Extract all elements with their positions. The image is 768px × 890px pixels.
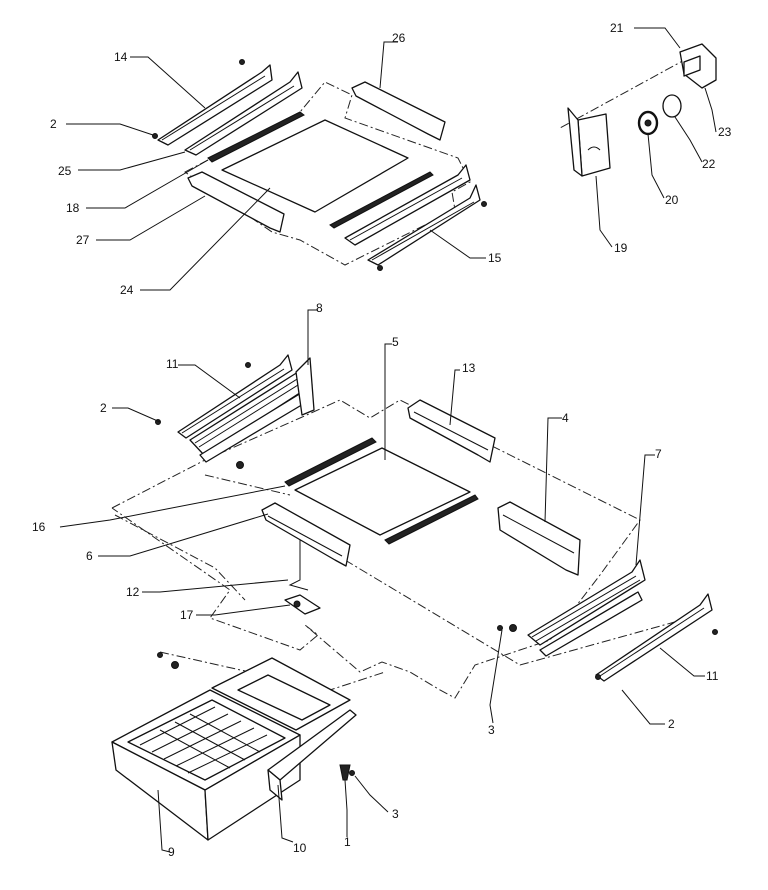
callout-7: 7	[655, 447, 662, 461]
callout-1: 1	[344, 835, 351, 849]
callout-8: 8	[316, 301, 323, 315]
trim-strip-lower	[329, 171, 434, 229]
rail-14	[157, 64, 303, 156]
plate-19	[577, 113, 611, 177]
bracket-assembly	[559, 43, 717, 177]
rail-11-left	[177, 354, 293, 439]
callout-4: 4	[562, 411, 569, 425]
callout-2-top: 2	[50, 117, 57, 131]
top-shelf-assembly	[152, 59, 487, 271]
callout-6: 6	[86, 549, 93, 563]
callout-22: 22	[702, 157, 716, 171]
callout-24: 24	[120, 283, 134, 297]
trim-6	[261, 502, 351, 567]
callout-3-bottom: 3	[392, 807, 399, 821]
callout-11-right: 11	[706, 669, 719, 683]
callout-18: 18	[66, 201, 80, 215]
callout-12: 12	[126, 585, 140, 599]
callout-15: 15	[488, 251, 502, 265]
callout-3-mid: 3	[488, 723, 495, 737]
main-shelf-assembly	[111, 354, 718, 699]
callout-2-mid: 2	[100, 401, 107, 415]
callout-27: 27	[76, 233, 90, 247]
clip-17	[284, 594, 321, 615]
rail-15	[344, 164, 481, 266]
callout-23: 23	[718, 125, 732, 139]
callout-14: 14	[114, 50, 128, 64]
callout-25: 25	[58, 164, 72, 178]
trim-strip-18	[207, 111, 305, 163]
callout-2-bottom: 2	[668, 717, 675, 731]
callout-17: 17	[180, 608, 194, 622]
trim-26	[351, 81, 446, 141]
callout-9: 9	[168, 845, 175, 859]
callout-labels: 21 23 22 20 19 14 26 2 25 18 27 24 15 8 …	[32, 21, 732, 859]
bracket-12	[288, 540, 309, 591]
callout-13: 13	[462, 361, 476, 375]
callout-11-left: 11	[166, 357, 179, 371]
trim-4	[497, 501, 581, 576]
trim-27	[187, 171, 285, 233]
crisper-drawer	[111, 652, 357, 841]
glass-shelf-5	[294, 447, 471, 536]
washer-22	[662, 94, 682, 118]
callout-26: 26	[392, 31, 406, 45]
rail-11-right	[595, 593, 713, 682]
callout-21: 21	[610, 21, 624, 35]
leader-lines	[59, 27, 717, 853]
rail-7	[527, 559, 646, 657]
callout-16: 16	[32, 520, 46, 534]
callout-19: 19	[614, 241, 628, 255]
callout-20: 20	[665, 193, 679, 207]
callout-10: 10	[293, 841, 307, 855]
callout-5: 5	[392, 335, 399, 349]
rail-8	[189, 357, 315, 463]
